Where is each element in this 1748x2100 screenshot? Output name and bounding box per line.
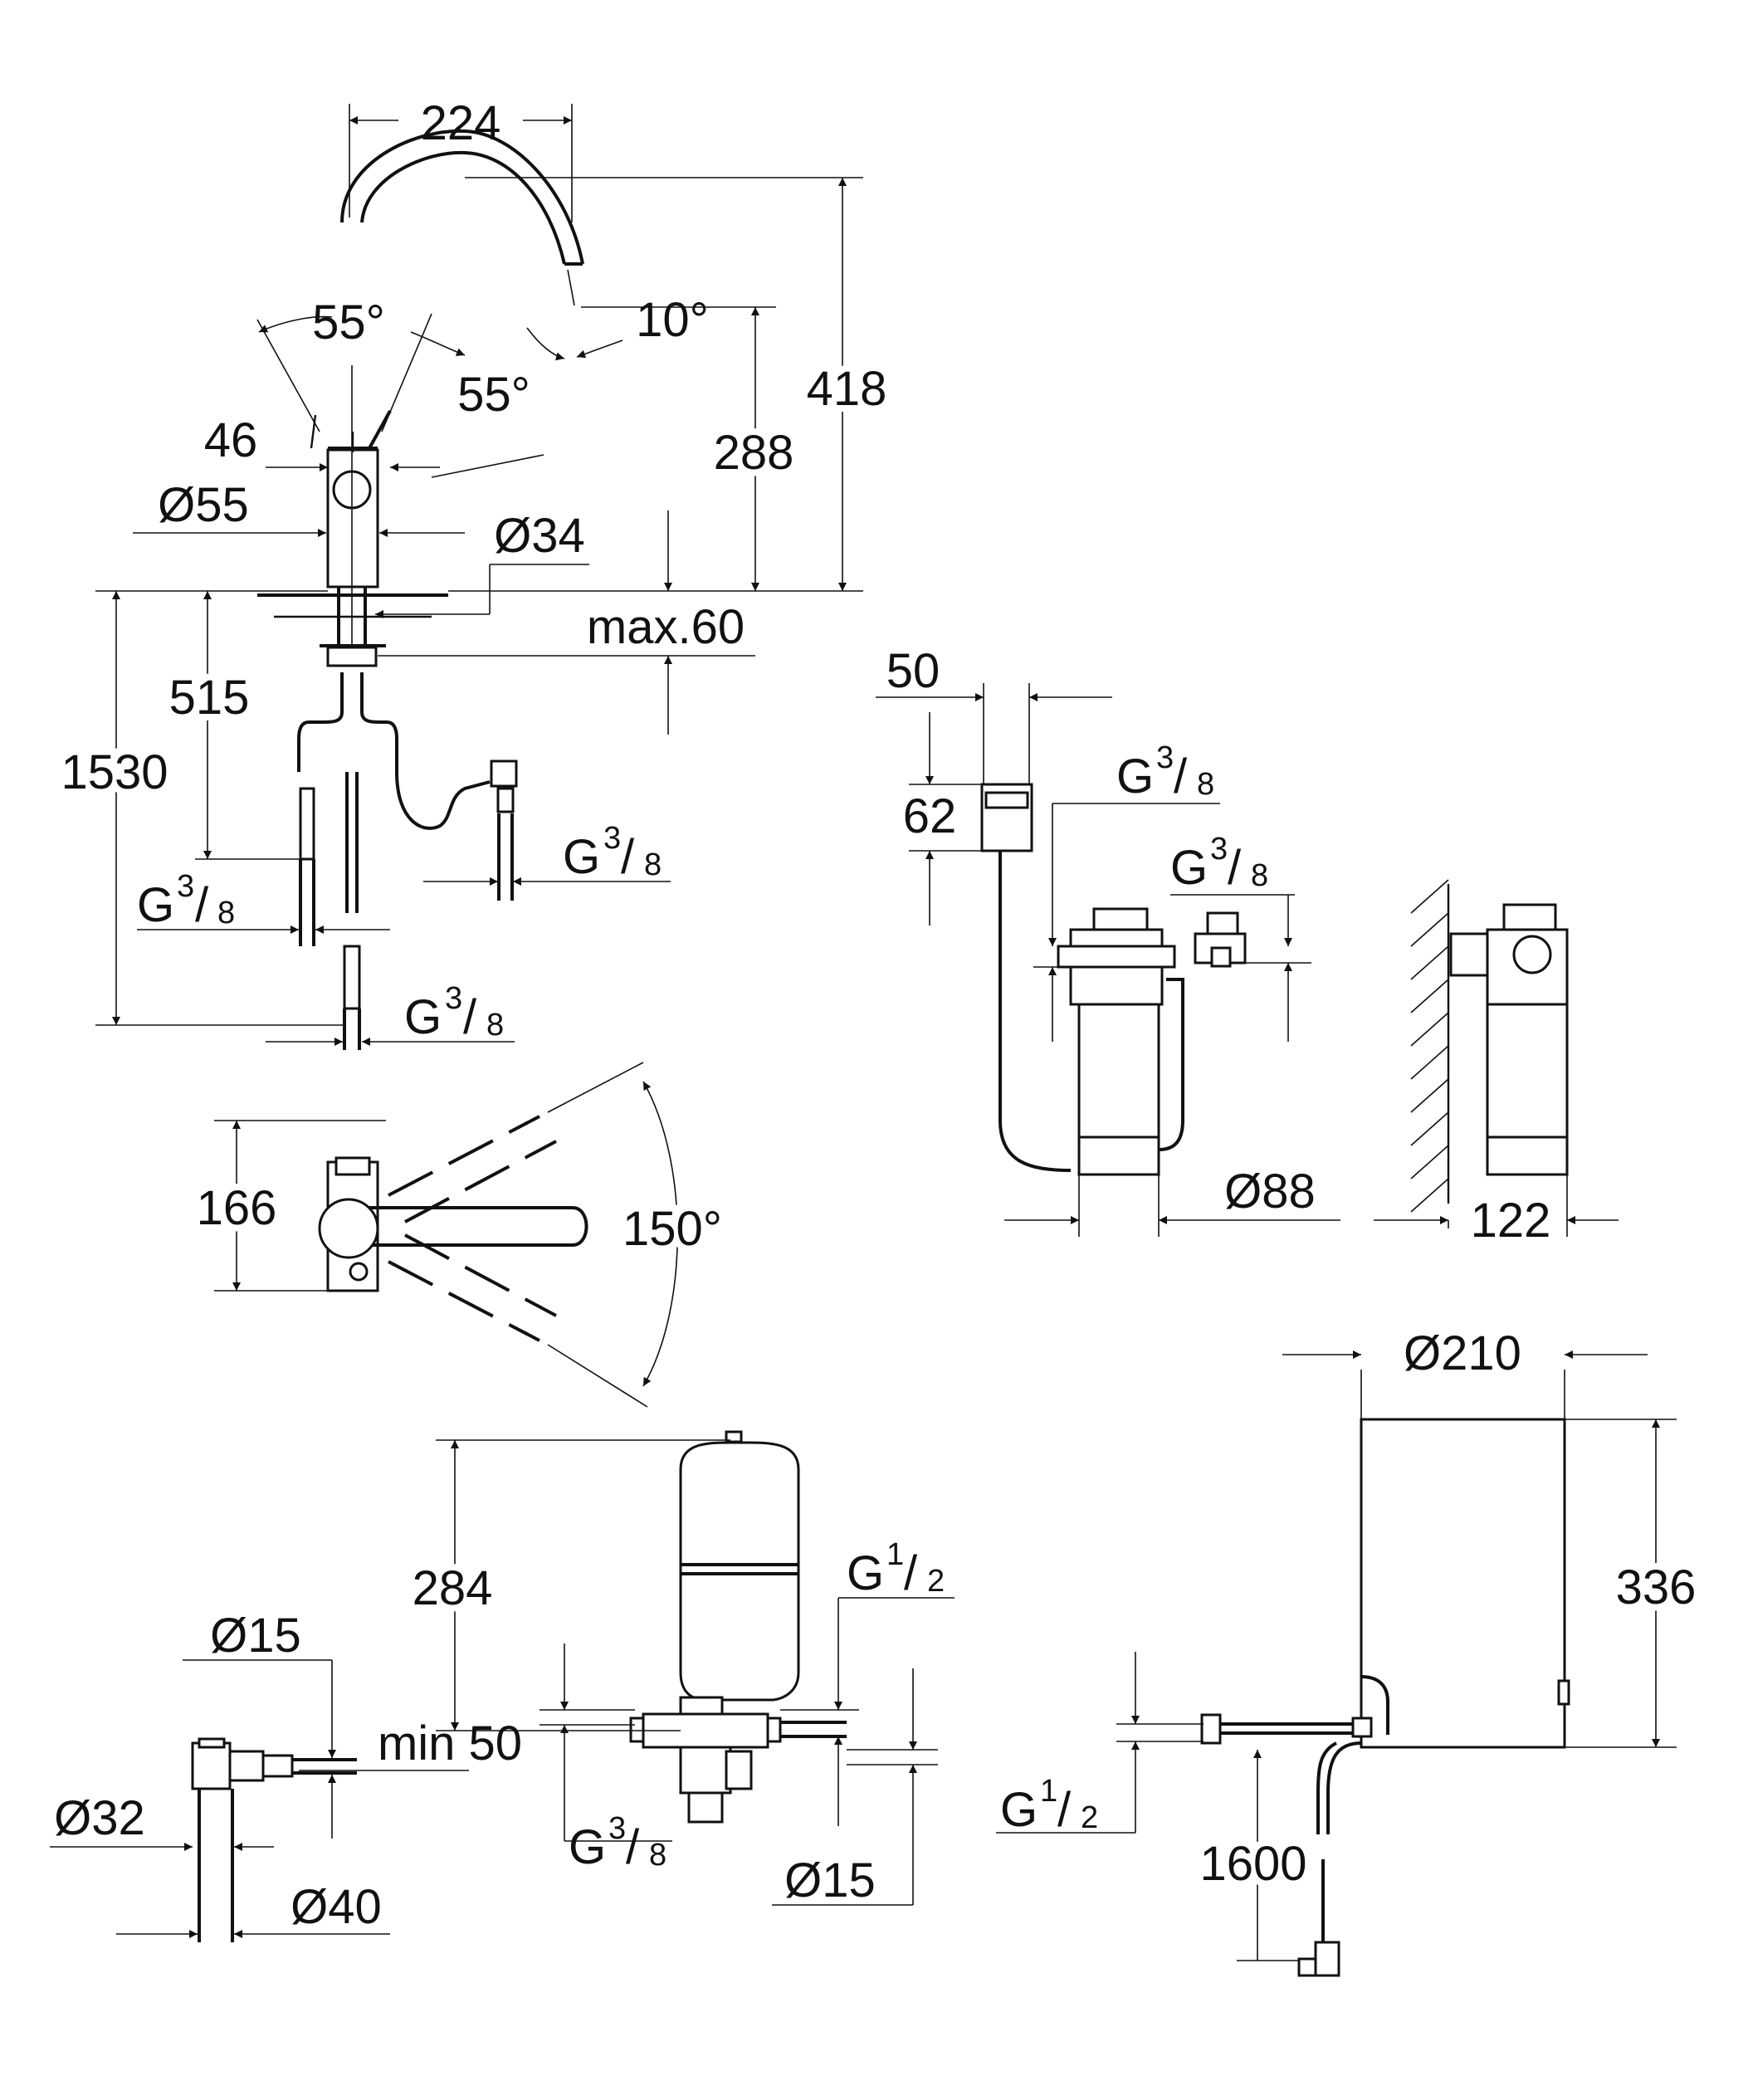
svg-text:G: G: [1000, 1783, 1038, 1837]
svg-text:/: /: [1057, 1783, 1072, 1837]
svg-text:/: /: [626, 1820, 640, 1874]
svg-text:/: /: [1228, 841, 1242, 895]
dim-spout-angle: 10°: [636, 293, 709, 347]
svg-text:3: 3: [445, 981, 462, 1016]
dim-min-50: min 50: [378, 1717, 522, 1770]
svg-text:G: G: [847, 1546, 884, 1600]
dim-filter-head-height: 62: [903, 789, 957, 843]
dim-drain-diameter-32: Ø32: [54, 1791, 145, 1845]
dim-faucet-width: 224: [421, 96, 501, 150]
pressure-tank: 284 G 1 / 2 G 3 / 8 Ø15: [406, 1430, 955, 1907]
dim-body-diameter: Ø55: [158, 478, 249, 532]
svg-text:8: 8: [1197, 767, 1214, 802]
faucet-front-view: 224 418 288 55° 55° 10° 46 Ø55 Ø34: [54, 96, 893, 1050]
dim-shank-diameter: Ø34: [494, 509, 585, 563]
dim-faucet-depth: 166: [197, 1181, 277, 1235]
filter-unit-side: 122: [1374, 879, 1619, 1248]
svg-text:8: 8: [486, 1008, 504, 1043]
svg-text:3: 3: [603, 821, 621, 856]
svg-text:8: 8: [217, 896, 235, 930]
dim-cooler-height: 336: [1616, 1560, 1697, 1614]
thread-label-g-bottom: G 3 / 8: [404, 981, 504, 1044]
thread-label-g-right: G 3 / 8: [563, 821, 662, 884]
thread-label-filter-1: G 3 / 8: [1116, 740, 1214, 803]
dim-drain-diameter-15: Ø15: [210, 1609, 301, 1663]
svg-text:/: /: [463, 990, 477, 1044]
filter-unit-front: 50 62 G 3 / 8 G 3 / 8 Ø88: [876, 644, 1340, 1237]
dim-tank-height: 284: [413, 1561, 493, 1615]
dim-swivel-angle: 150°: [623, 1202, 722, 1256]
dim-lever-angle-right: 55°: [457, 368, 530, 422]
svg-text:G: G: [137, 878, 174, 932]
svg-text:G: G: [569, 1820, 606, 1874]
dim-cable-length: 1600: [1199, 1837, 1306, 1891]
svg-text:8: 8: [649, 1838, 666, 1873]
svg-text:/: /: [904, 1546, 918, 1600]
svg-text:G: G: [1170, 841, 1208, 895]
dim-tank-outlet-diameter: Ø15: [784, 1853, 876, 1907]
dim-spout-height: 288: [714, 426, 794, 480]
thread-label-tank-bottom: G 3 / 8: [569, 1811, 666, 1874]
thread-label-filter-2: G 3 / 8: [1170, 832, 1268, 895]
dim-faucet-total-height: 418: [807, 362, 887, 416]
svg-text:1: 1: [1040, 1774, 1057, 1809]
cooler-unit: Ø210 336 G 1 / 2 1600: [996, 1326, 1702, 1977]
thread-label-g-left: G 3 / 8: [137, 869, 235, 932]
svg-text:2: 2: [927, 1564, 945, 1599]
svg-text:G: G: [563, 830, 600, 884]
svg-text:3: 3: [1156, 740, 1174, 775]
dim-46: 46: [204, 413, 258, 467]
svg-text:3: 3: [1210, 832, 1228, 867]
drain-connector: Ø15 min 50 Ø32 Ø40: [50, 1609, 522, 1942]
dim-515: 515: [169, 671, 250, 725]
dim-filter-diameter: Ø88: [1224, 1165, 1316, 1218]
faucet-top-view: 166 150°: [190, 1062, 729, 1408]
thread-label-tank-top: G 1 / 2: [847, 1537, 945, 1600]
dim-cooler-diameter: Ø210: [1404, 1326, 1521, 1380]
svg-text:3: 3: [608, 1811, 626, 1846]
dim-max-deck-thickness: max.60: [587, 600, 745, 654]
dim-drain-diameter-40: Ø40: [291, 1880, 382, 1934]
svg-text:/: /: [621, 830, 635, 884]
svg-text:G: G: [1116, 750, 1154, 803]
dim-filter-head-width: 50: [886, 644, 940, 698]
svg-text:1: 1: [886, 1537, 904, 1572]
svg-text:/: /: [195, 878, 209, 932]
svg-text:8: 8: [1251, 858, 1268, 893]
svg-text:8: 8: [644, 847, 662, 882]
dim-1530: 1530: [61, 745, 168, 799]
svg-text:2: 2: [1081, 1800, 1098, 1835]
svg-text:G: G: [404, 990, 442, 1044]
dim-filter-depth: 122: [1471, 1194, 1551, 1248]
svg-text:3: 3: [177, 869, 194, 904]
dim-lever-angle-left: 55°: [312, 295, 385, 349]
thread-label-cooler: G 1 / 2: [1000, 1774, 1098, 1837]
svg-text:/: /: [1174, 750, 1188, 803]
